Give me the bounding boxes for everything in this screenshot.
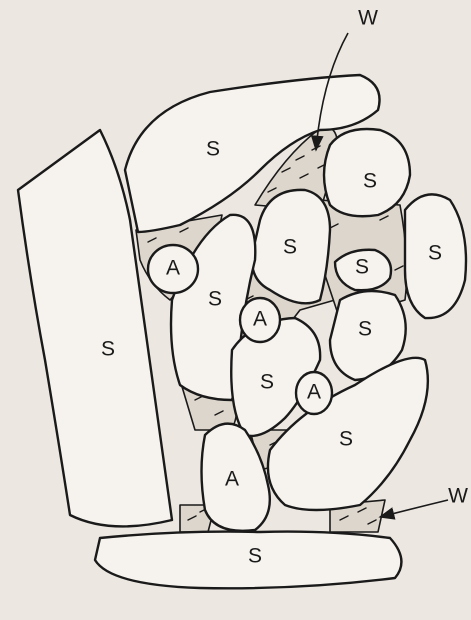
label-water: W (358, 7, 378, 30)
label-water: W (448, 485, 468, 508)
label-air: A (166, 257, 180, 280)
label-solid: S (283, 236, 297, 259)
label-air: A (253, 308, 267, 331)
label-solid: S (363, 170, 377, 193)
label-solid: S (248, 545, 262, 568)
label-air: A (225, 468, 239, 491)
leader-arrow-bottom (380, 500, 448, 517)
label-air: A (307, 381, 321, 404)
label-solid: S (101, 338, 115, 361)
label-solid: S (260, 371, 274, 394)
label-solid: S (208, 288, 222, 311)
label-solid: S (339, 428, 353, 451)
label-solid: S (428, 242, 442, 265)
label-solid: S (355, 256, 369, 279)
label-solid: S (206, 138, 220, 161)
label-solid: S (358, 318, 372, 341)
